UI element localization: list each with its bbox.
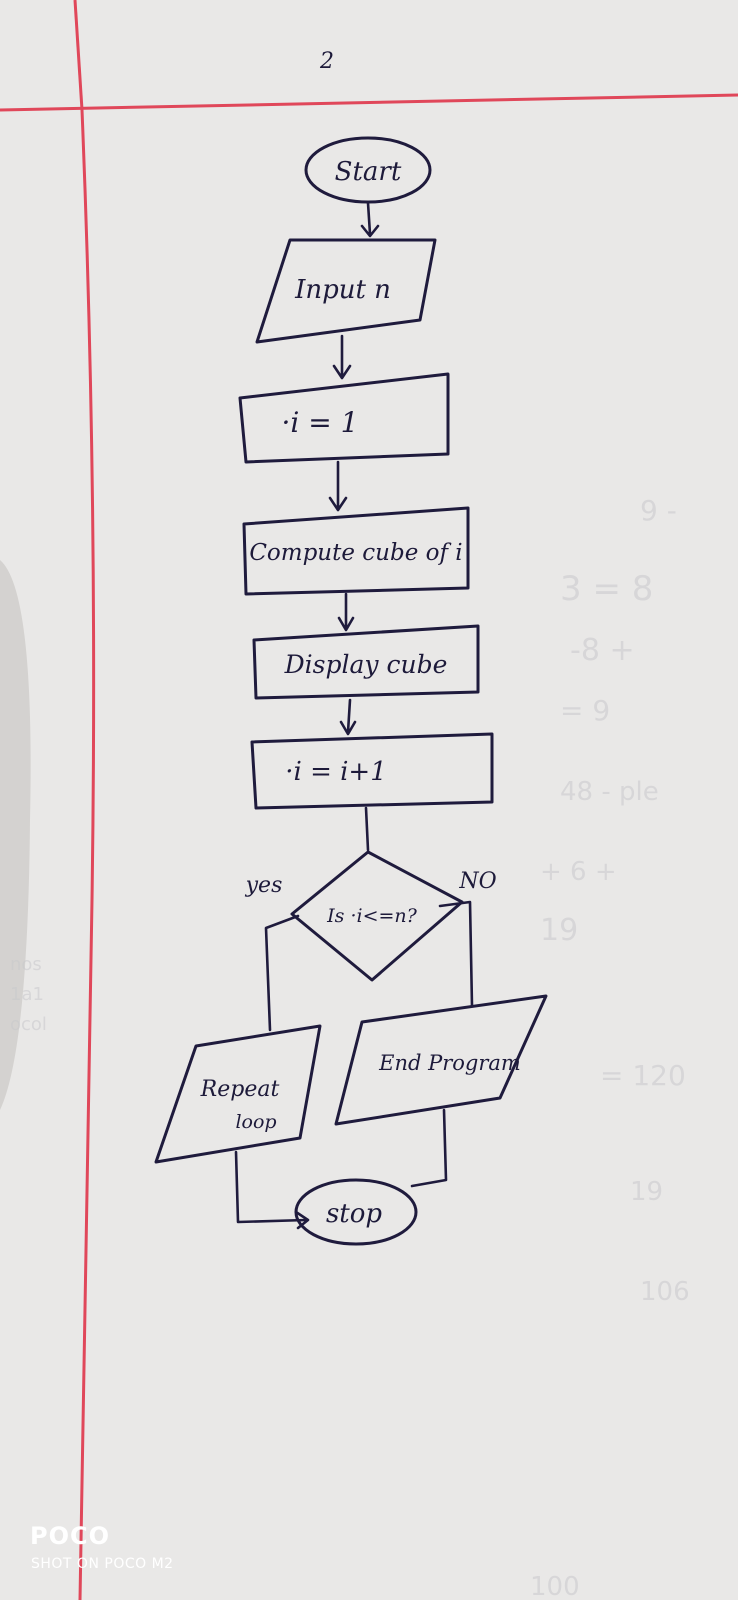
yes-branch-line	[264, 914, 300, 1032]
arrow-compute-display	[337, 592, 355, 632]
input-parallelogram	[255, 238, 437, 344]
svg-text:-8 +: -8 +	[570, 633, 635, 668]
svg-text:= 9: = 9	[560, 694, 610, 727]
end-program-label: End Program	[378, 1051, 521, 1075]
left-margin-line-top	[73, 0, 84, 111]
display-process-box	[252, 624, 480, 700]
watermark-brand: POCO	[30, 1522, 111, 1550]
end-program-parallelogram	[334, 994, 548, 1126]
svg-text:9 -: 9 -	[640, 494, 677, 527]
svg-text:100: 100	[530, 1572, 580, 1600]
compute-label: Compute cube of i	[249, 540, 462, 566]
increment-label: ·i = i+1	[285, 757, 387, 787]
svg-text:19: 19	[630, 1177, 663, 1207]
repeat-loop-parallelogram	[154, 1024, 322, 1164]
yes-label: yes	[245, 873, 283, 898]
arrow-init-compute	[328, 460, 348, 512]
svg-text:+ 6 +: + 6 +	[540, 857, 617, 887]
arrow-increment-decision	[364, 806, 370, 852]
display-label: Display cube	[284, 650, 448, 679]
svg-text:ocol: ocol	[10, 1014, 47, 1035]
decision-diamond	[290, 850, 464, 982]
increment-process-box	[250, 732, 494, 810]
repeat-label-line2: loop	[235, 1111, 276, 1133]
repeat-label-line1: Repeat	[200, 1077, 280, 1102]
init-process-box	[238, 372, 450, 464]
arrow-input-init	[332, 334, 352, 380]
arrow-display-increment	[339, 698, 357, 736]
shadow-left	[0, 560, 31, 1110]
stop-terminal	[294, 1178, 418, 1246]
svg-text:48 - ple: 48 - ple	[560, 777, 659, 807]
svg-text:3 = 8: 3 = 8	[560, 569, 653, 609]
svg-text:106: 106	[640, 1277, 690, 1307]
stop-label: stop	[326, 1199, 382, 1229]
input-label: Input n	[294, 275, 391, 305]
top-margin-line	[0, 93, 738, 112]
show-through-writing: 3 = 8 -8 + = 9 48 - ple + 6 + 19 = 120 1…	[10, 494, 690, 1600]
watermark-caption: SHOT ON POCO M2	[31, 1556, 174, 1572]
compute-process-box	[242, 506, 470, 596]
svg-text:nos: nos	[10, 954, 42, 975]
decision-label: Is ·i<=n?	[326, 905, 417, 927]
no-label: NO	[458, 869, 496, 894]
left-margin-line	[78, 109, 96, 1600]
end-to-stop-line	[410, 1108, 448, 1188]
svg-text:19: 19	[540, 913, 578, 948]
start-label: Start	[335, 157, 402, 187]
svg-text:= 120: = 120	[600, 1059, 686, 1092]
svg-text:1a1: 1a1	[10, 984, 44, 1005]
no-branch-line	[438, 900, 474, 1008]
init-label: ·i = 1	[282, 406, 359, 439]
arrow-start-input	[360, 201, 380, 238]
page-number: 2	[319, 49, 334, 74]
